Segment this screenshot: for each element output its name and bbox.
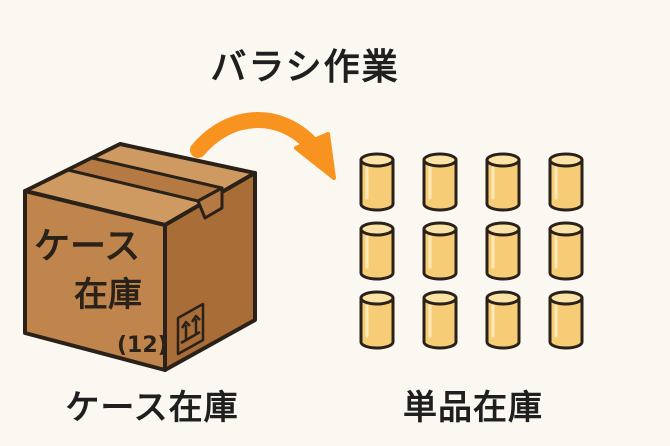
- cylinder-item-icon: [359, 221, 395, 281]
- cylinder-item-icon: [548, 290, 584, 350]
- cylinder-item-icon: [422, 221, 458, 281]
- units-grid: [359, 152, 584, 350]
- cylinder-item-icon: [485, 221, 521, 281]
- cylinder-item-icon: [548, 221, 584, 281]
- box-side-face: [163, 171, 257, 372]
- cylinder-item-icon: [359, 152, 395, 212]
- this-side-up-icon: [176, 302, 205, 356]
- page-title: バラシ作業: [210, 47, 400, 88]
- cylinder-item-icon: [422, 152, 458, 212]
- cylinder-item-icon: [485, 290, 521, 350]
- cardboard-box: [23, 142, 257, 372]
- cylinder-item-icon: [359, 290, 395, 350]
- cylinder-item-icon: [485, 152, 521, 212]
- box-tape-flap: [196, 186, 224, 220]
- cylinder-item-icon: [422, 290, 458, 350]
- box-count-label: (12): [117, 333, 168, 358]
- caption-case-stock: ケース在庫: [65, 388, 239, 428]
- curved-arrow-right-icon: [190, 112, 336, 180]
- box-label-line2: 在庫: [74, 275, 142, 315]
- caption-unit-stock: 単品在庫: [403, 388, 543, 428]
- box-label-line1: ケース: [34, 226, 140, 267]
- cylinder-item-icon: [548, 152, 584, 212]
